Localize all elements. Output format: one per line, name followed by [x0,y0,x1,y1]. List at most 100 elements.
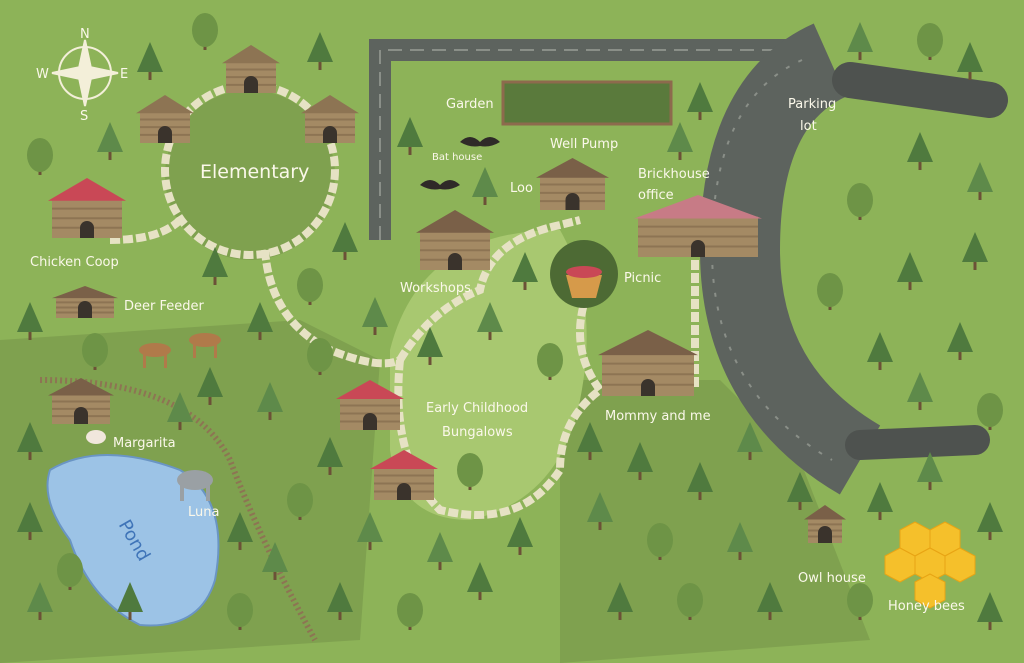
early-childhood-lawn [390,230,587,520]
label-picnic[interactable]: Picnic [624,271,661,286]
tree-icon [17,422,43,460]
label-elementary[interactable]: Elementary [200,161,309,183]
tree-icon [967,162,993,200]
elementary-cabin[interactable] [222,45,280,93]
tree-icon [307,32,333,70]
tree-icon [587,492,613,530]
tree-icon [427,532,453,570]
tree-icon [512,252,538,290]
fence-track [39,377,318,642]
label-parking[interactable]: Parking [788,97,836,112]
barn-shelter[interactable] [48,378,114,424]
compass-n: N [80,27,90,42]
tree-icon [977,393,1003,430]
tree-icon [397,593,423,630]
tree-icon [27,582,53,620]
donkey-luna-icon[interactable] [177,470,213,501]
tree-icon [737,422,763,460]
tree-icon [627,442,653,480]
tree-icon [847,583,873,620]
label-margarita[interactable]: Margarita [113,436,176,451]
tree-icon [257,382,283,420]
label-honey-bees[interactable]: Honey bees [888,599,965,614]
tree-icon [317,437,343,475]
label-mommy-and-me[interactable]: Mommy and me [605,409,711,424]
tree-icon [17,302,43,340]
tree-icon [897,252,923,290]
honeycomb-icon[interactable] [884,521,976,609]
elementary-lawn [165,90,335,260]
tree-icon [607,582,633,620]
tree-icon [57,553,83,590]
door-icon [244,76,258,93]
elementary-cabin[interactable] [136,95,194,143]
door-icon [323,126,337,143]
loo-building[interactable] [536,158,609,210]
label-early-childhood[interactable]: Early Childhood [426,401,528,416]
tree-icon [202,247,228,285]
tree-icon [477,302,503,340]
tree-icon [907,372,933,410]
brickhouse-office[interactable] [634,195,762,257]
mommy-and-me-building[interactable] [598,330,698,396]
tree-icon [687,82,713,120]
label-well-pump[interactable]: Well Pump [550,137,618,152]
tree-icon [97,122,123,160]
tree-icon [847,183,873,220]
tree-icon [27,138,53,175]
deer-icon [189,333,221,358]
tree-icon [287,483,313,520]
compass-w: W [36,67,49,82]
label-office[interactable]: office [638,188,674,203]
label-bat-house[interactable]: Bat house [432,152,482,163]
garden-beds[interactable] [501,80,673,126]
tree-icon [362,297,388,335]
compass-e: E [120,67,128,82]
bungalow[interactable] [336,380,404,430]
tree-icon [977,502,1003,540]
tree-icon [957,42,983,80]
workshops-building[interactable] [416,210,494,270]
tree-icon [247,302,273,340]
tree-icon [817,273,843,310]
tree-icon [332,222,358,260]
tree-icon [687,462,713,500]
tree-icon [537,343,563,380]
deer-feeder[interactable] [52,286,118,318]
tree-icon [307,338,333,375]
label-deer-feeder[interactable]: Deer Feeder [124,299,204,314]
tree-icon [117,582,143,620]
label-workshops[interactable]: Workshops [400,281,471,296]
road-marking [379,49,800,240]
door-icon [641,379,655,396]
label-bungalows[interactable]: Bungalows [442,425,513,440]
compass-s: S [80,109,88,124]
door-icon [158,126,172,143]
tree-icon [847,22,873,60]
owl-house[interactable] [804,505,846,543]
label-chicken-coop[interactable]: Chicken Coop [30,255,119,270]
label-lot[interactable]: lot [800,119,817,134]
tree-icon [907,132,933,170]
goat-margarita-icon[interactable] [86,430,106,444]
label-owl-house[interactable]: Owl house [798,571,866,586]
tree-icon [227,512,253,550]
tree-icon [417,327,443,365]
label-loo[interactable]: Loo [510,181,533,196]
pond[interactable] [46,454,220,627]
label-luna[interactable]: Luna [188,505,219,520]
door-icon [80,221,94,238]
tree-icon [397,117,423,155]
elementary-cabin[interactable] [301,95,359,143]
tree-icon [327,582,353,620]
tree-icon [867,332,893,370]
tree-icon [977,592,1003,630]
chicken-coop[interactable] [48,178,126,238]
deer-icon [139,343,171,368]
door-icon [397,483,411,500]
label-brickhouse[interactable]: Brickhouse [638,167,710,182]
gravel-path-ne [832,62,1008,118]
label-garden[interactable]: Garden [446,97,494,112]
bungalow[interactable] [370,450,438,500]
tree-icon [667,122,693,160]
